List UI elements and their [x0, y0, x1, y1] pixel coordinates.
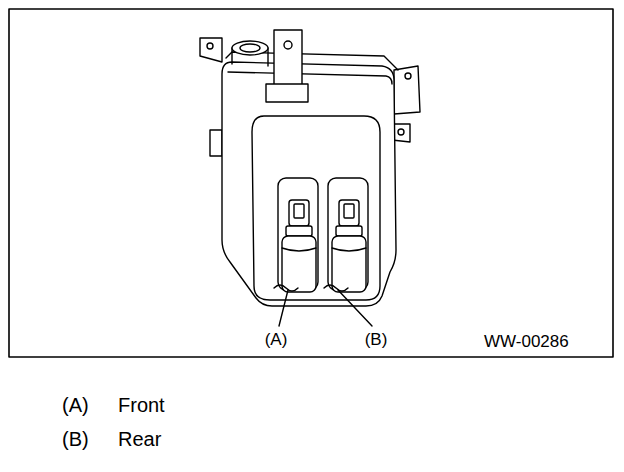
- bracket-hole: [398, 129, 404, 135]
- hanger-base: [266, 84, 308, 102]
- washer-pump: [324, 200, 366, 292]
- mount-bracket: [394, 66, 420, 114]
- key-text: Front: [118, 394, 165, 416]
- bracket-hole: [405, 73, 411, 79]
- key-letter: (B): [62, 428, 89, 450]
- figure-code: WW-00286: [484, 333, 569, 352]
- washer-pump: [274, 200, 316, 292]
- mount-bracket: [200, 38, 222, 62]
- leader-line: [279, 290, 288, 326]
- key-text: Rear: [118, 428, 161, 450]
- tank-edge: [228, 72, 392, 84]
- filler-neck-inner: [240, 44, 260, 52]
- figure-frame: [9, 9, 613, 357]
- callout-letter: (B): [365, 331, 388, 350]
- callout-letter: (A): [265, 331, 288, 350]
- leader-line: [338, 290, 372, 326]
- filler-neck-top: [232, 41, 268, 55]
- tank-body: [222, 62, 396, 306]
- hanger-hole: [284, 41, 292, 49]
- bracket-hole: [207, 43, 213, 49]
- tank-front-face: [252, 116, 380, 300]
- side-tab: [210, 130, 222, 156]
- key-letter: (A): [62, 394, 89, 416]
